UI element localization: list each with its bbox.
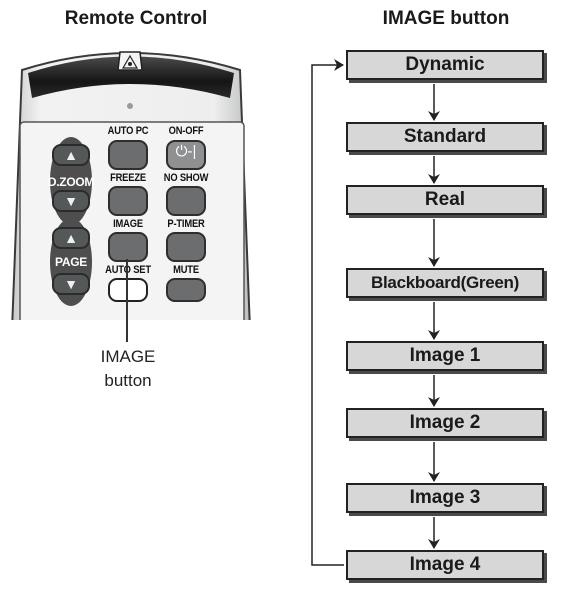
mode-dynamic: Dynamic <box>346 50 544 80</box>
remote-control-illustration: ▲ D.ZOOM ▼ ▲ PAGE ▼ AUTO PC ON-OFF ⏻-| F… <box>0 40 263 320</box>
d-zoom-down-button[interactable]: ▼ <box>52 190 90 212</box>
d-zoom-label: D.ZOOM <box>47 175 95 189</box>
auto-set-button[interactable] <box>108 278 148 302</box>
image-button-callout: IMAGE button <box>88 345 168 393</box>
page-down-button[interactable]: ▼ <box>52 273 90 295</box>
callout-line <box>126 259 128 342</box>
auto-pc-label: AUTO PC <box>107 125 149 137</box>
auto-set-label: AUTO SET <box>105 264 151 276</box>
image-button[interactable] <box>108 232 148 262</box>
callout-line-1: IMAGE <box>100 347 156 366</box>
mode-image-2: Image 2 <box>346 408 544 438</box>
remote-body <box>11 51 251 320</box>
page-label: PAGE <box>55 255 87 269</box>
mode-standard: Standard <box>346 122 544 152</box>
page-up-button[interactable]: ▲ <box>52 227 90 249</box>
mode-image-3: Image 3 <box>346 483 544 513</box>
p-timer-button[interactable] <box>166 232 206 262</box>
no-show-label: NO SHOW <box>163 172 209 184</box>
power-icon: ⏻-| <box>175 143 197 160</box>
mute-button[interactable] <box>166 278 206 302</box>
freeze-button[interactable] <box>108 186 148 216</box>
image-button-title: IMAGE button <box>382 8 510 29</box>
remote-control-title: Remote Control <box>64 8 208 29</box>
image-label: IMAGE <box>113 218 143 230</box>
freeze-label: FREEZE <box>110 172 146 184</box>
mode-blackboard-green: Blackboard(Green) <box>346 268 544 298</box>
on-off-button[interactable]: ⏻-| <box>166 140 206 170</box>
loop-back-arrow <box>311 59 344 566</box>
p-timer-label: P-TIMER <box>167 218 205 230</box>
auto-pc-button[interactable] <box>108 140 148 170</box>
callout-line-2: button <box>104 371 152 390</box>
mute-label: MUTE <box>173 264 199 276</box>
mode-real: Real <box>346 185 544 215</box>
no-show-button[interactable] <box>166 186 206 216</box>
mode-image-4: Image 4 <box>346 550 544 580</box>
on-off-label: ON-OFF <box>168 125 204 137</box>
mode-image-1: Image 1 <box>346 341 544 371</box>
d-zoom-up-button[interactable]: ▲ <box>52 144 90 166</box>
